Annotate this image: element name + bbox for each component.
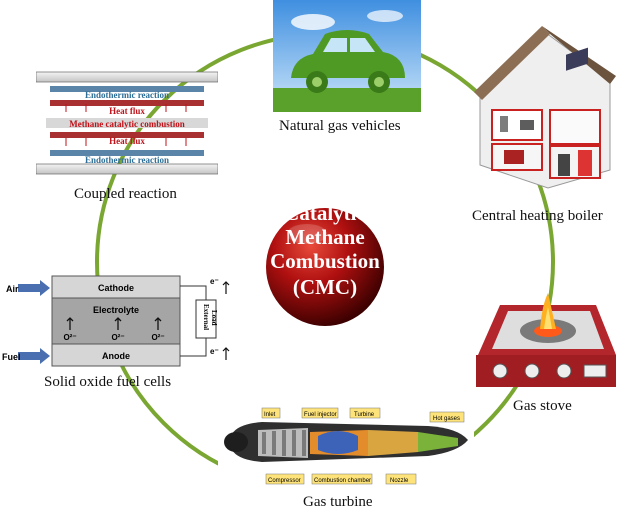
center-title-line3: Combustion	[270, 249, 380, 273]
external-load-box	[195, 299, 217, 339]
stove-knob-icon	[524, 363, 540, 379]
center-title-line4: (CMC)	[293, 275, 357, 299]
label-compressor: Compressor	[268, 478, 301, 484]
heat-arrows-upper	[65, 104, 187, 112]
gas-stove-image	[476, 293, 616, 387]
ion-arrows-icon	[66, 317, 162, 330]
label-heat-flux-bottom: Heat flux	[109, 136, 145, 146]
coupled-reaction-diagram: Endothermic reaction Heat flux Methane c…	[36, 71, 218, 175]
sphere-circle	[266, 208, 384, 326]
label-oxide-ion-1: O²⁻	[63, 333, 76, 342]
gas-turbine-image: Inlet Fuel injector Turbine Hot gases Co…	[218, 400, 474, 492]
caption-solid-oxide-fuel-cells: Solid oxide fuel cells	[44, 374, 172, 390]
label-fuel-injector: Fuel injector	[304, 412, 337, 418]
air-arrow-icon	[18, 280, 50, 296]
label-endothermic-bottom: Endothermic reaction	[85, 155, 169, 165]
stove-knob-icon	[556, 363, 572, 379]
cmc-title: Catalytic Methane Combustion (CMC)	[270, 201, 380, 299]
heat-arrows-lower	[65, 138, 187, 146]
label-electrolyte: Electrolyte	[93, 305, 139, 315]
caption-central-heating-boiler: Central heating boiler	[472, 208, 603, 224]
label-electron-bottom: e⁻	[210, 347, 219, 356]
cmc-sphere	[266, 208, 384, 326]
label-methane-catalytic-combustion: Methane catalytic combustion	[69, 119, 184, 129]
stove-knob-icon	[492, 363, 508, 379]
label-hot-gases: Hot gases	[433, 416, 460, 422]
center-title-line2: Methane	[285, 225, 364, 249]
label-oxide-ion-2: O²⁻	[111, 333, 124, 342]
car-body-icon	[291, 30, 405, 78]
label-external: External	[202, 304, 210, 330]
label-load: Load	[210, 310, 218, 326]
label-electron-top: e⁻	[210, 277, 219, 286]
label-air: Air	[6, 284, 19, 294]
label-inlet: Inlet	[264, 412, 276, 418]
caption-natural-gas-vehicles: Natural gas vehicles	[279, 118, 401, 134]
natural-gas-vehicle-image	[273, 0, 421, 112]
label-turbine: Turbine	[354, 412, 375, 418]
fuel-arrow-icon	[18, 348, 50, 364]
label-anode: Anode	[102, 351, 130, 361]
sofc-diagram: Air Fuel Cathode Electrolyte Anode O²⁻ O…	[2, 275, 230, 367]
label-endothermic-top: Endothermic reaction	[85, 90, 169, 100]
label-heat-flux-top: Heat flux	[109, 106, 145, 116]
label-nozzle: Nozzle	[390, 478, 409, 484]
caption-gas-turbine: Gas turbine	[303, 494, 373, 510]
center-title-line1: Catalytic	[284, 201, 366, 225]
label-oxide-ion-3: O²⁻	[151, 333, 164, 342]
house-boiler-image	[474, 26, 616, 189]
caption-coupled-reaction: Coupled reaction	[74, 186, 177, 202]
label-combustion-chamber: Combustion chamber	[314, 478, 371, 484]
label-cathode: Cathode	[98, 283, 134, 293]
caption-gas-stove: Gas stove	[513, 398, 572, 414]
label-fuel: Fuel	[2, 352, 21, 362]
solar-panel-icon	[566, 47, 588, 71]
